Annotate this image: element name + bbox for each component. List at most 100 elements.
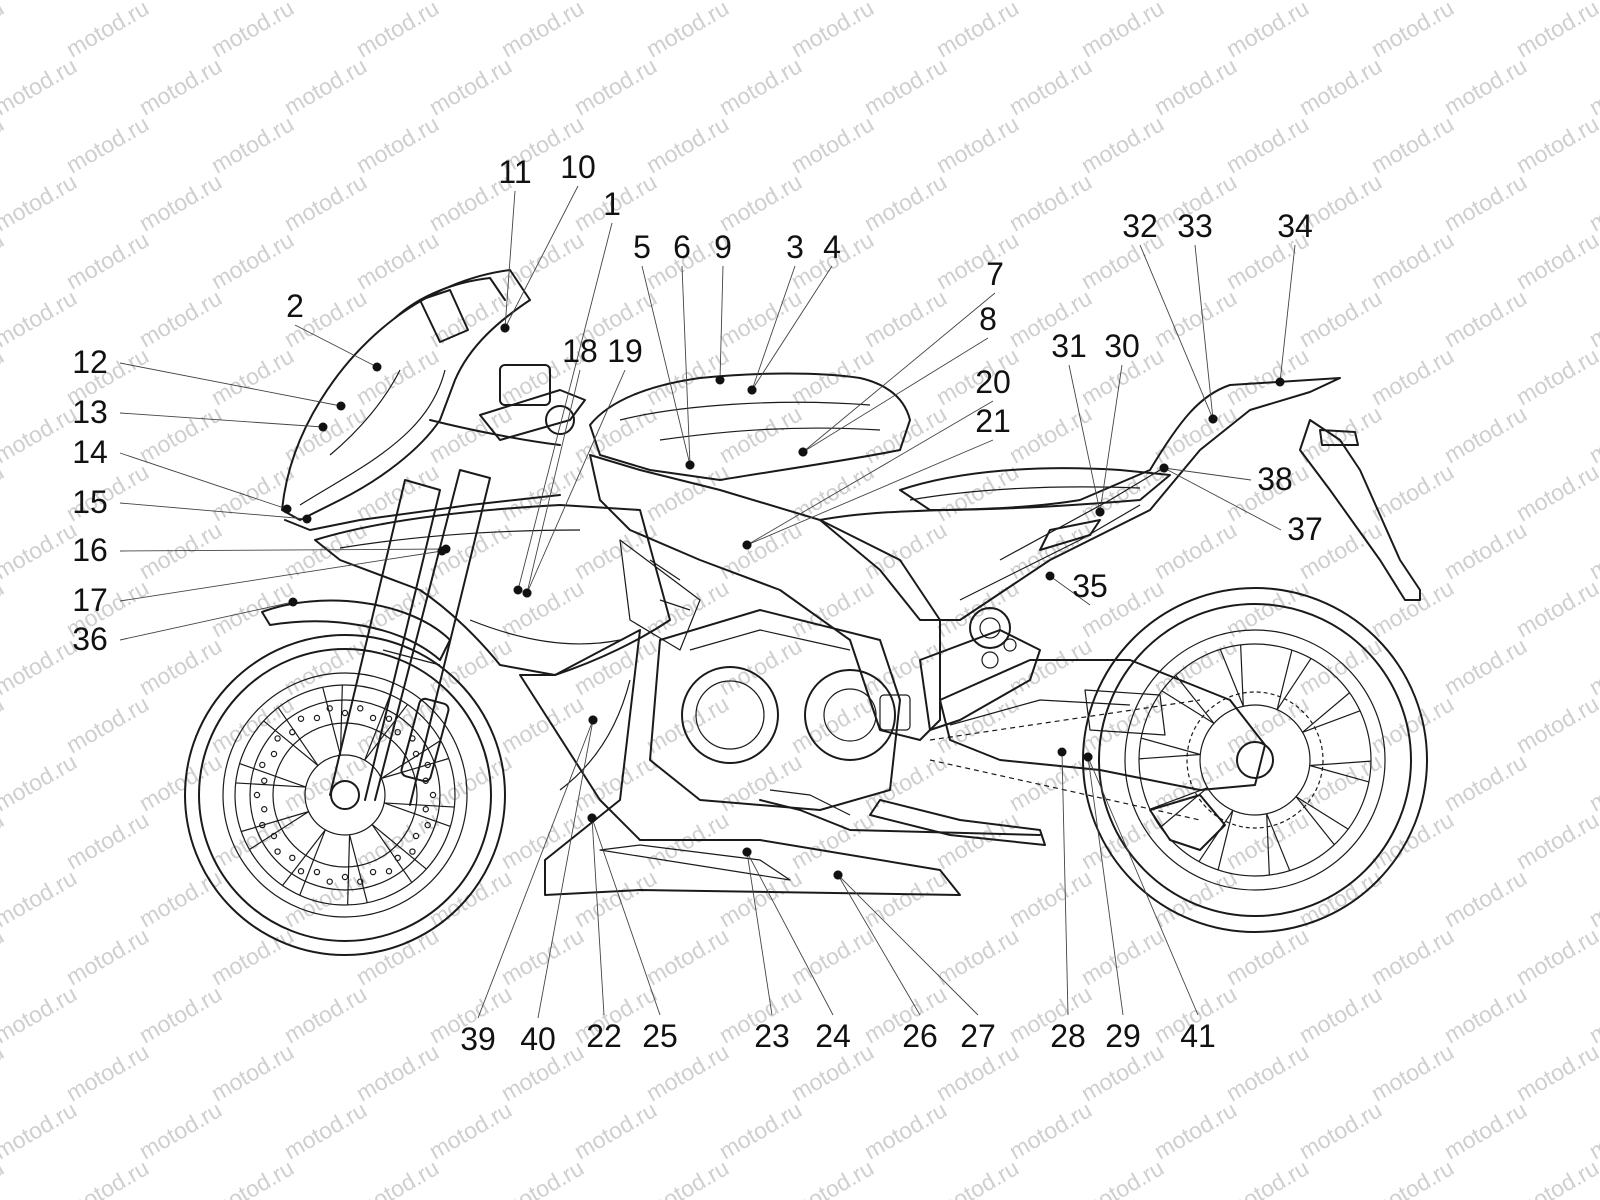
- watermark-text: motod.ru: [1585, 168, 1600, 236]
- callout-marker-27: [833, 870, 843, 880]
- callout-label-16: 16: [72, 532, 108, 568]
- watermark-text: motod.ru: [425, 52, 517, 120]
- callout-marker-2: [372, 362, 382, 372]
- callout-marker-6: [685, 460, 695, 470]
- watermark-text: motod.ru: [1512, 1154, 1600, 1200]
- callout-label-20: 20: [975, 364, 1011, 400]
- watermark-text: motod.ru: [1077, 0, 1169, 62]
- leader-line-18: [526, 369, 581, 594]
- engine: [649, 609, 911, 811]
- callout-marker-4: [747, 385, 757, 395]
- wheel-spoke: [282, 829, 326, 886]
- watermark-text: motod.ru: [207, 226, 299, 294]
- watermark-text: motod.ru: [135, 980, 227, 1048]
- fuel-tank: [589, 372, 911, 481]
- callout-label-7: 7: [986, 256, 1004, 292]
- callout-label-38: 38: [1257, 461, 1293, 497]
- callout-label-13: 13: [72, 394, 108, 430]
- watermark-text: motod.ru: [1222, 110, 1314, 178]
- wheel-spoke: [1175, 674, 1215, 724]
- watermark-text: motod.ru: [497, 1154, 589, 1200]
- wheel-spoke: [381, 757, 449, 779]
- wheel-spoke: [371, 824, 413, 883]
- callout-label-33: 33: [1177, 208, 1213, 244]
- watermark-text: motod.ru: [425, 864, 517, 932]
- watermark-text: motod.ru: [1295, 632, 1387, 700]
- watermark-text: motod.ru: [642, 1154, 734, 1200]
- watermark-text: motod.ru: [280, 52, 372, 120]
- watermark-text: motod.ru: [1440, 168, 1532, 236]
- wheel-spoke: [277, 707, 319, 766]
- callout-label-9: 9: [714, 229, 732, 265]
- wheel-spoke: [1138, 753, 1201, 760]
- disc-hole: [424, 821, 431, 829]
- callout-label-21: 21: [975, 403, 1011, 439]
- watermark-text: motod.ru: [0, 980, 81, 1048]
- watermark-text: motod.ru: [570, 400, 662, 468]
- watermark-text: motod.ru: [62, 226, 154, 294]
- watermark-text: motod.ru: [135, 632, 227, 700]
- watermark-text: motod.ru: [642, 922, 734, 990]
- watermark-text: motod.ru: [207, 0, 299, 62]
- watermark-text: motod.ru: [135, 168, 227, 236]
- callout-marker-13: [318, 422, 328, 432]
- callout-marker-25: [587, 813, 597, 823]
- belly-pan: [519, 629, 961, 896]
- watermark-text: motod.ru: [1150, 284, 1242, 352]
- callout-marker-40: [588, 715, 598, 725]
- leader-line-38: [1163, 467, 1252, 481]
- callout-marker-14: [282, 504, 292, 514]
- watermark-text: motod.ru: [1367, 226, 1459, 294]
- side-fairing: [314, 504, 671, 676]
- footpeg: [869, 799, 1046, 846]
- watermark-text: motod.ru: [0, 574, 8, 642]
- callout-marker-31: [1095, 507, 1105, 517]
- callout-label-27: 27: [960, 1018, 996, 1054]
- watermark-text: motod.ru: [570, 748, 662, 816]
- leader-line-27: [837, 874, 979, 1016]
- watermark-text: motod.ru: [787, 1154, 879, 1200]
- callout-label-17: 17: [72, 582, 108, 618]
- watermark-text: motod.ru: [1367, 0, 1459, 62]
- watermark-text: motod.ru: [1440, 980, 1532, 1048]
- leader-line-17: [119, 550, 443, 602]
- watermark-text: motod.ru: [352, 1154, 444, 1200]
- disc-hole: [253, 791, 261, 799]
- disc-hole: [429, 791, 437, 799]
- watermark-text: motod.ru: [1585, 1096, 1600, 1164]
- disc-hole: [357, 705, 364, 712]
- watermark-text: motod.ru: [715, 516, 807, 584]
- callout-marker-24: [742, 847, 752, 857]
- watermark-text: motod.ru: [0, 922, 8, 990]
- callout-label-37: 37: [1287, 511, 1323, 547]
- watermark-text: motod.ru: [1222, 1154, 1314, 1200]
- watermark-text: motod.ru: [0, 748, 81, 816]
- watermark-text: motod.ru: [1295, 748, 1387, 816]
- frame: [589, 454, 941, 741]
- wheel-spoke: [364, 704, 408, 761]
- watermark-text: motod.ru: [1440, 52, 1532, 120]
- watermark-text: motod.ru: [1512, 226, 1600, 294]
- leader-line-41: [1087, 756, 1199, 1016]
- disc-hole: [259, 761, 266, 769]
- watermark-text: motod.ru: [1295, 864, 1387, 932]
- leader-line-13: [119, 412, 324, 428]
- watermark-text: motod.ru: [1367, 922, 1459, 990]
- watermark-text: motod.ru: [787, 110, 879, 178]
- watermark-text: motod.ru: [1077, 110, 1169, 178]
- watermark-text: motod.ru: [0, 458, 8, 526]
- watermark-text: motod.ru: [787, 342, 879, 410]
- wheel-spoke: [1302, 710, 1361, 733]
- watermark-text: motod.ru: [0, 690, 8, 758]
- callout-label-14: 14: [72, 434, 108, 470]
- watermark-text: motod.ru: [207, 922, 299, 990]
- watermark-text: motod.ru: [62, 0, 154, 62]
- callout-marker-15: [302, 514, 312, 524]
- watermark-text: motod.ru: [1440, 748, 1532, 816]
- leader-line-39: [477, 719, 594, 1019]
- callout-marker-36: [288, 597, 298, 607]
- leader-line-25: [591, 817, 661, 1016]
- watermark-text: motod.ru: [715, 168, 807, 236]
